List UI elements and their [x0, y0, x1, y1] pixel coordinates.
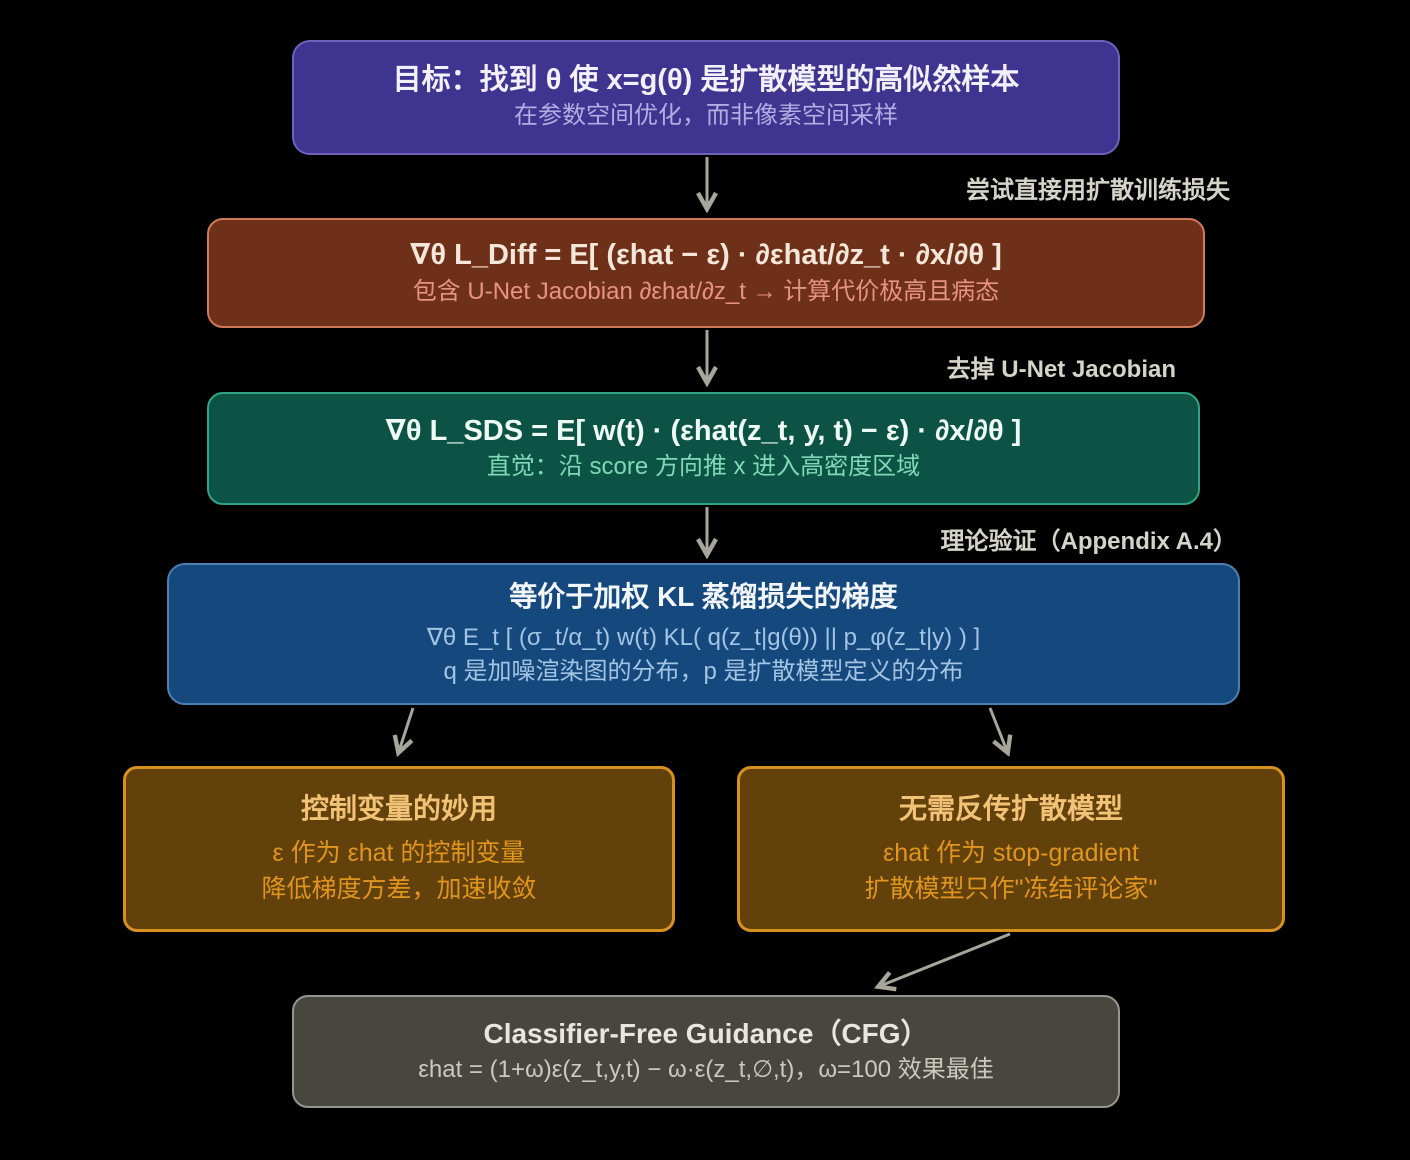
edge-label-to-kl: 理论验证（Appendix A.4）	[940, 528, 1237, 555]
node-control-variate: 控制变量的妙用 ε 作为 εhat 的控制变量 降低梯度方差，加速收敛	[123, 766, 675, 932]
edge-label-to-ldiff: 尝试直接用扩散训练损失	[966, 177, 1230, 204]
node-cfg-title: Classifier-Free Guidance（CFG）	[483, 1018, 929, 1050]
node-l-diff: ∇θ L_Diff = E[ (εhat − ε) · ∂εhat/∂z_t ·…	[207, 218, 1205, 328]
node-goal: 目标：找到 θ 使 x=g(θ) 是扩散模型的高似然样本 在参数空间优化，而非像…	[292, 40, 1120, 155]
node-stop-gradient-line1: εhat 作为 stop-gradient	[883, 838, 1139, 867]
node-kl-formula: ∇θ E_t [ (σ_t/α_t) w(t) KL( q(z_t|g(θ)) …	[426, 624, 981, 652]
node-kl-note: q 是加噪渲染图的分布，p 是扩散模型定义的分布	[443, 658, 964, 686]
node-control-variate-title: 控制变量的妙用	[300, 792, 497, 824]
arrow-kl-to-cv	[399, 707, 415, 751]
node-cfg: Classifier-Free Guidance（CFG） εhat = (1+…	[292, 995, 1120, 1108]
node-cfg-subtitle: εhat = (1+ω)ε(z_t,y,t) − ω·ε(z_t,∅,t)，ω=…	[418, 1055, 994, 1083]
edge-label-to-lsds: 去掉 U-Net Jacobian	[946, 356, 1176, 383]
arrow-sg-to-cfg	[880, 932, 1011, 986]
arrow-kl-to-sg	[988, 707, 1007, 751]
node-goal-subtitle: 在参数空间优化，而非像素空间采样	[514, 102, 898, 130]
node-l-sds-title: ∇θ L_SDS = E[ w(t) · (εhat(z_t, y, t) − …	[385, 414, 1022, 447]
node-control-variate-line1: ε 作为 εhat 的控制变量	[272, 838, 526, 867]
node-l-diff-subtitle: 包含 U-Net Jacobian ∂εhat/∂z_t → 计算代价极高且病态	[412, 277, 1000, 305]
node-stop-gradient: 无需反传扩散模型 εhat 作为 stop-gradient 扩散模型只作"冻结…	[737, 766, 1285, 932]
node-kl-title: 等价于加权 KL 蒸馏损失的梯度	[509, 580, 898, 612]
node-l-diff-title: ∇θ L_Diff = E[ (εhat − ε) · ∂εhat/∂z_t ·…	[410, 239, 1002, 272]
node-l-sds: ∇θ L_SDS = E[ w(t) · (εhat(z_t, y, t) − …	[207, 392, 1200, 505]
node-l-sds-subtitle: 直觉：沿 score 方向推 x 进入高密度区域	[486, 453, 921, 481]
node-stop-gradient-title: 无需反传扩散模型	[898, 792, 1123, 824]
node-stop-gradient-line2: 扩散模型只作"冻结评论家"	[864, 875, 1158, 904]
node-goal-title: 目标：找到 θ 使 x=g(θ) 是扩散模型的高似然样本	[392, 63, 1020, 96]
node-control-variate-line2: 降低梯度方差，加速收敛	[261, 875, 537, 904]
node-kl: 等价于加权 KL 蒸馏损失的梯度 ∇θ E_t [ (σ_t/α_t) w(t)…	[167, 563, 1240, 705]
